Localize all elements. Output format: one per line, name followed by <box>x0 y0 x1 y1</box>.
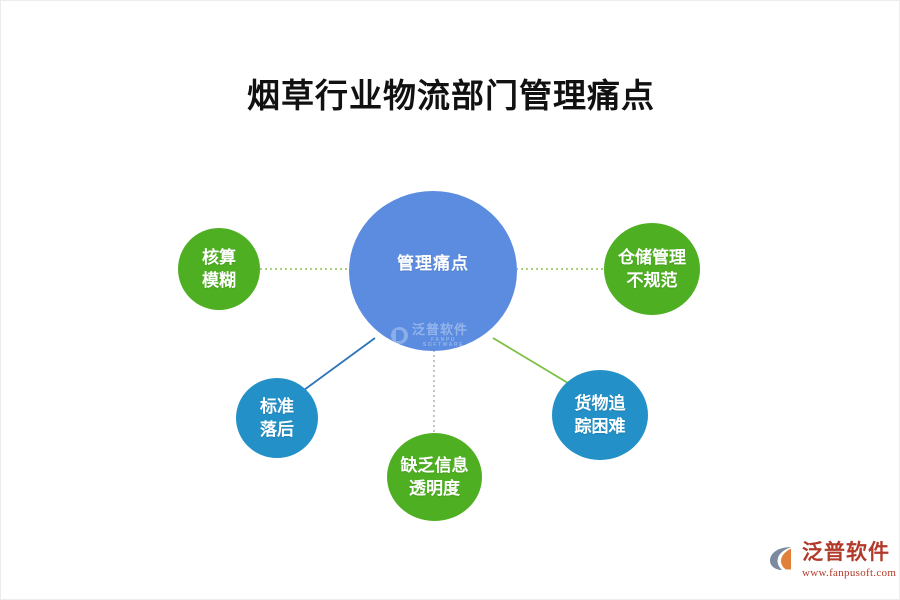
node-center-label: 管理痛点 <box>397 254 469 273</box>
connector-center-to-biaozhun <box>303 337 376 391</box>
node-quefa-lack-of-transparency[interactable]: 缺乏信息 透明度 <box>387 433 482 521</box>
node-huowu-cargo-tracking-difficulty[interactable]: 货物追 踪困难 <box>552 370 648 460</box>
connector-center-to-huowu <box>492 337 574 387</box>
node-biaozhun-label: 标准 落后 <box>260 397 294 439</box>
node-center-management-pain-points[interactable]: 管理痛点 泛普软件 FANPU SOFTWARE <box>349 191 517 351</box>
brand-url: www.fanpusoft.com <box>802 567 897 579</box>
node-hesuan-label: 核算 模糊 <box>202 248 236 290</box>
watermark-brand-cn: 泛普软件 <box>412 322 469 337</box>
brand-name: 泛普软件 <box>802 541 890 564</box>
node-huowu-label: 货物追 踪困难 <box>574 394 626 436</box>
node-cangchu-warehouse-nonstandard[interactable]: 仓储管理 不规范 <box>604 223 700 315</box>
node-quefa-label: 缺乏信息 透明度 <box>400 456 469 498</box>
node-hesuan-accounting-ambiguity[interactable]: 核算 模糊 <box>178 228 260 310</box>
brand-logo: 泛普软件 www.fanpusoft.com <box>767 541 896 580</box>
center-watermark: 泛普软件 FANPU SOFTWARE <box>391 323 475 348</box>
fanpu-logo-icon <box>770 547 791 570</box>
page-title: 烟草行业物流部门管理痛点 <box>247 77 655 114</box>
fanpu-logo-icon <box>391 327 408 344</box>
node-cangchu-label: 仓储管理 不规范 <box>618 248 686 290</box>
node-biaozhun-outdated-standards[interactable]: 标准 落后 <box>236 378 318 458</box>
